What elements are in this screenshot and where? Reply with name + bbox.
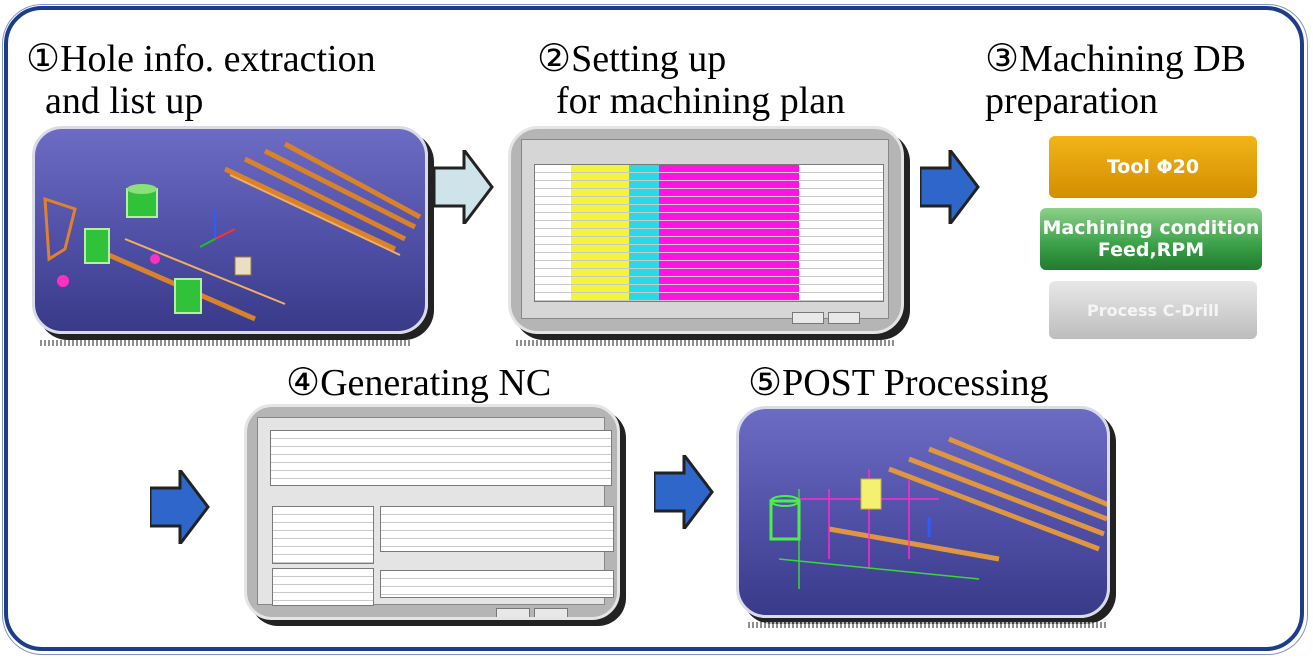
nc-generation-window <box>244 404 620 620</box>
machining-plan-dialog <box>521 139 889 324</box>
process-box: Process C-Drill <box>1049 281 1257 339</box>
table-row <box>273 539 373 547</box>
arrow-right-icon <box>654 455 714 529</box>
step2-title: ②Setting up for machining plan <box>537 38 846 122</box>
table-row <box>535 197 883 205</box>
apply-button[interactable] <box>496 608 530 617</box>
condition-notes <box>272 568 374 606</box>
table-row <box>535 277 883 285</box>
machining-condition-box: Machining condition Feed,RPM <box>1040 208 1262 270</box>
arrow-right-icon <box>920 150 980 224</box>
arrow-right-icon <box>150 470 210 544</box>
table-row <box>273 547 373 555</box>
table-row <box>381 539 613 547</box>
hole-list-table <box>534 164 884 302</box>
table-row <box>381 523 613 531</box>
step5-title: ⑤POST Processing <box>748 362 1049 404</box>
ok-button[interactable] <box>792 312 824 324</box>
machining-plan-window <box>508 126 904 334</box>
table-row <box>271 431 611 439</box>
tool-table <box>380 506 614 552</box>
table-row <box>535 189 883 197</box>
table-row <box>535 261 883 269</box>
table-row <box>535 245 883 253</box>
nc-condition-table <box>270 430 612 486</box>
table-row <box>381 531 613 539</box>
tool-box: Tool Φ20 <box>1049 136 1257 198</box>
tool-label: Tool Φ20 <box>1106 156 1200 178</box>
table-row <box>381 571 613 579</box>
hole-extraction-cad-drawing <box>43 141 422 322</box>
nc-generation-dialog <box>257 417 614 617</box>
table-row <box>273 507 373 515</box>
table-row <box>535 293 883 301</box>
table-row <box>535 229 883 237</box>
table-row <box>535 181 883 189</box>
table-row <box>535 165 883 173</box>
table-row <box>271 463 611 471</box>
table-row <box>381 587 613 595</box>
table-row <box>381 579 613 587</box>
table-row <box>381 507 613 515</box>
cancel-button[interactable] <box>828 312 860 324</box>
table-row <box>271 447 611 455</box>
table-row <box>535 205 883 213</box>
table-row <box>273 593 373 601</box>
table-row <box>273 523 373 531</box>
table-row <box>535 213 883 221</box>
table-row <box>271 471 611 479</box>
panel5-shadow <box>748 622 1108 628</box>
panel1-shadow <box>40 340 410 346</box>
post-processing-cad-view <box>736 406 1110 618</box>
strategy-list <box>272 506 374 564</box>
post-processing-cad-drawing <box>769 436 1107 589</box>
table-row <box>535 221 883 229</box>
table-row <box>535 269 883 277</box>
arrow-right-icon <box>434 150 494 224</box>
hole-extraction-cad-view <box>32 126 428 334</box>
table-row <box>535 173 883 181</box>
table-row <box>535 253 883 261</box>
step3-title: ③Machining DB preparation <box>985 38 1246 122</box>
table-row <box>273 577 373 585</box>
condition-table <box>380 570 614 598</box>
process-label: Process C-Drill <box>1087 300 1219 320</box>
table-row <box>273 515 373 523</box>
table-row <box>273 585 373 593</box>
table-row <box>535 285 883 293</box>
table-row <box>273 531 373 539</box>
table-row <box>381 515 613 523</box>
table-row <box>273 569 373 577</box>
table-row <box>273 555 373 563</box>
step1-title: ①Hole info. extraction and list up <box>26 38 376 122</box>
close-button[interactable] <box>534 608 568 617</box>
step4-title: ④Generating NC <box>286 362 552 404</box>
condition-label: Machining condition <box>1042 217 1260 239</box>
table-row <box>271 455 611 463</box>
panel2-shadow <box>516 340 896 346</box>
feed-rpm-label: Feed,RPM <box>1097 239 1205 261</box>
table-row <box>271 439 611 447</box>
table-row <box>535 237 883 245</box>
